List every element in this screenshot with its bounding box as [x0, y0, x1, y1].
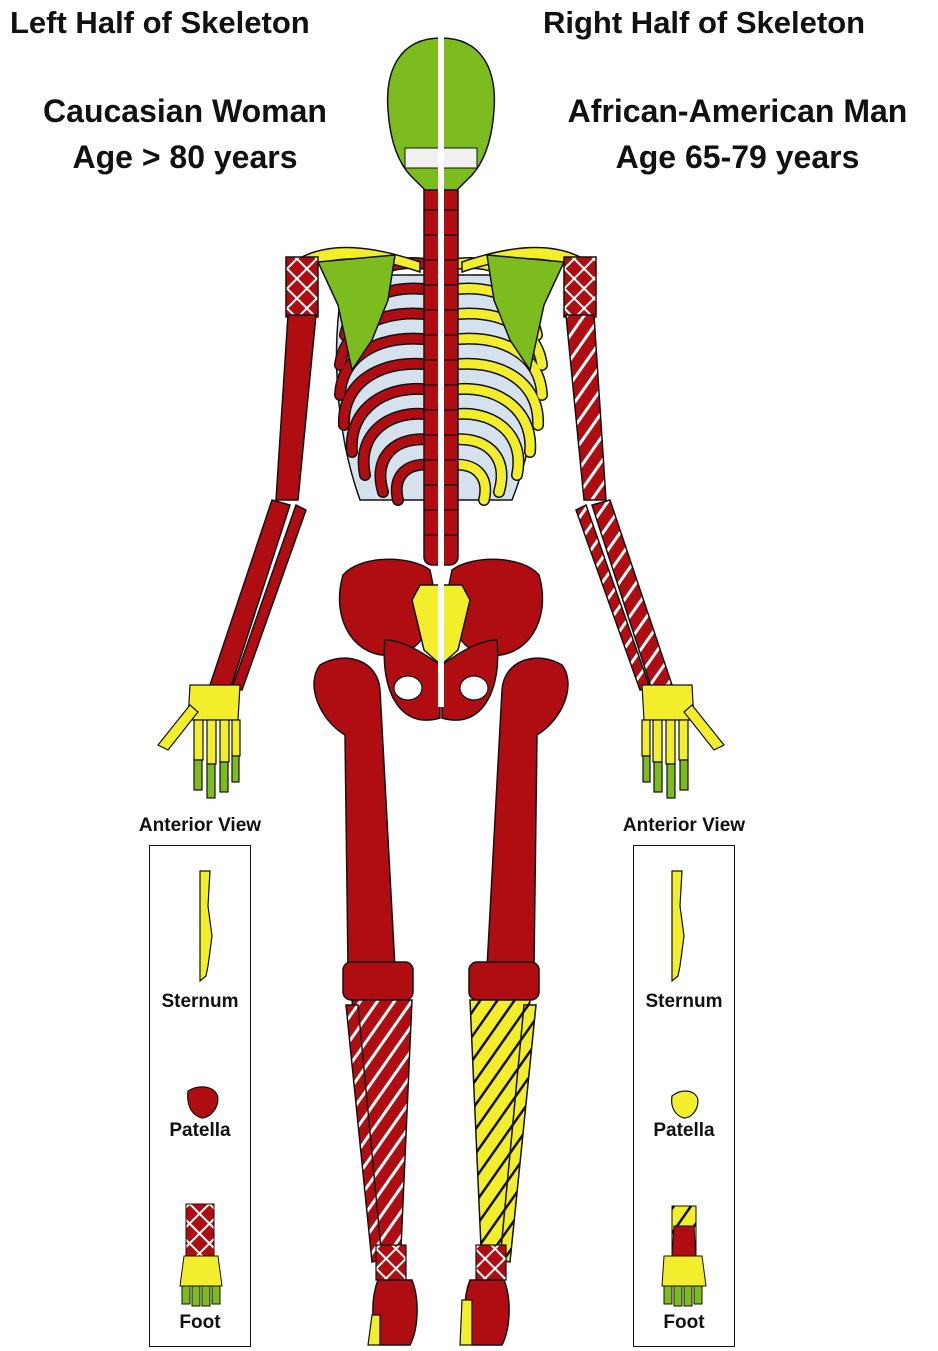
left-hand	[158, 685, 240, 798]
right-patella-label: Patella	[634, 1120, 734, 1142]
left-inset-title: Anterior View	[120, 815, 280, 837]
right-inset-graphics	[634, 846, 734, 1346]
left-foot-edge	[368, 1315, 380, 1345]
left-knee	[343, 962, 413, 1000]
right-sternum-icon	[672, 871, 684, 981]
right-distal-leg	[476, 1245, 506, 1280]
right-shoulder-head	[564, 257, 596, 317]
left-sternum-icon	[200, 871, 212, 981]
left-humerus	[276, 315, 316, 500]
left-foot-icon	[180, 1204, 222, 1306]
right-obturator	[460, 676, 488, 700]
right-patella-icon	[672, 1091, 698, 1118]
left-patella-label: Patella	[150, 1120, 250, 1142]
right-foot-edge	[460, 1300, 472, 1345]
right-anterior-inset: Sternum Patella Foot	[633, 845, 735, 1347]
left-inset-graphics	[150, 846, 250, 1346]
left-foot-label: Foot	[150, 1312, 250, 1334]
left-obturator	[394, 676, 422, 700]
left-distal-leg	[376, 1245, 406, 1280]
right-hand	[642, 685, 724, 798]
right-humerus	[566, 315, 606, 500]
right-femur	[487, 658, 568, 968]
right-foot-label: Foot	[634, 1312, 734, 1334]
left-shoulder-head	[286, 257, 318, 317]
left-sternum-label: Sternum	[150, 991, 250, 1013]
left-anterior-inset: Sternum Patella Foot	[149, 845, 251, 1347]
right-inset-title: Anterior View	[604, 815, 764, 837]
right-foot-icon	[662, 1206, 706, 1306]
right-sternum-label: Sternum	[634, 991, 734, 1013]
left-patella-icon	[188, 1087, 218, 1118]
left-femur	[314, 658, 395, 968]
right-knee	[469, 962, 539, 1000]
midline-divider	[438, 35, 444, 707]
